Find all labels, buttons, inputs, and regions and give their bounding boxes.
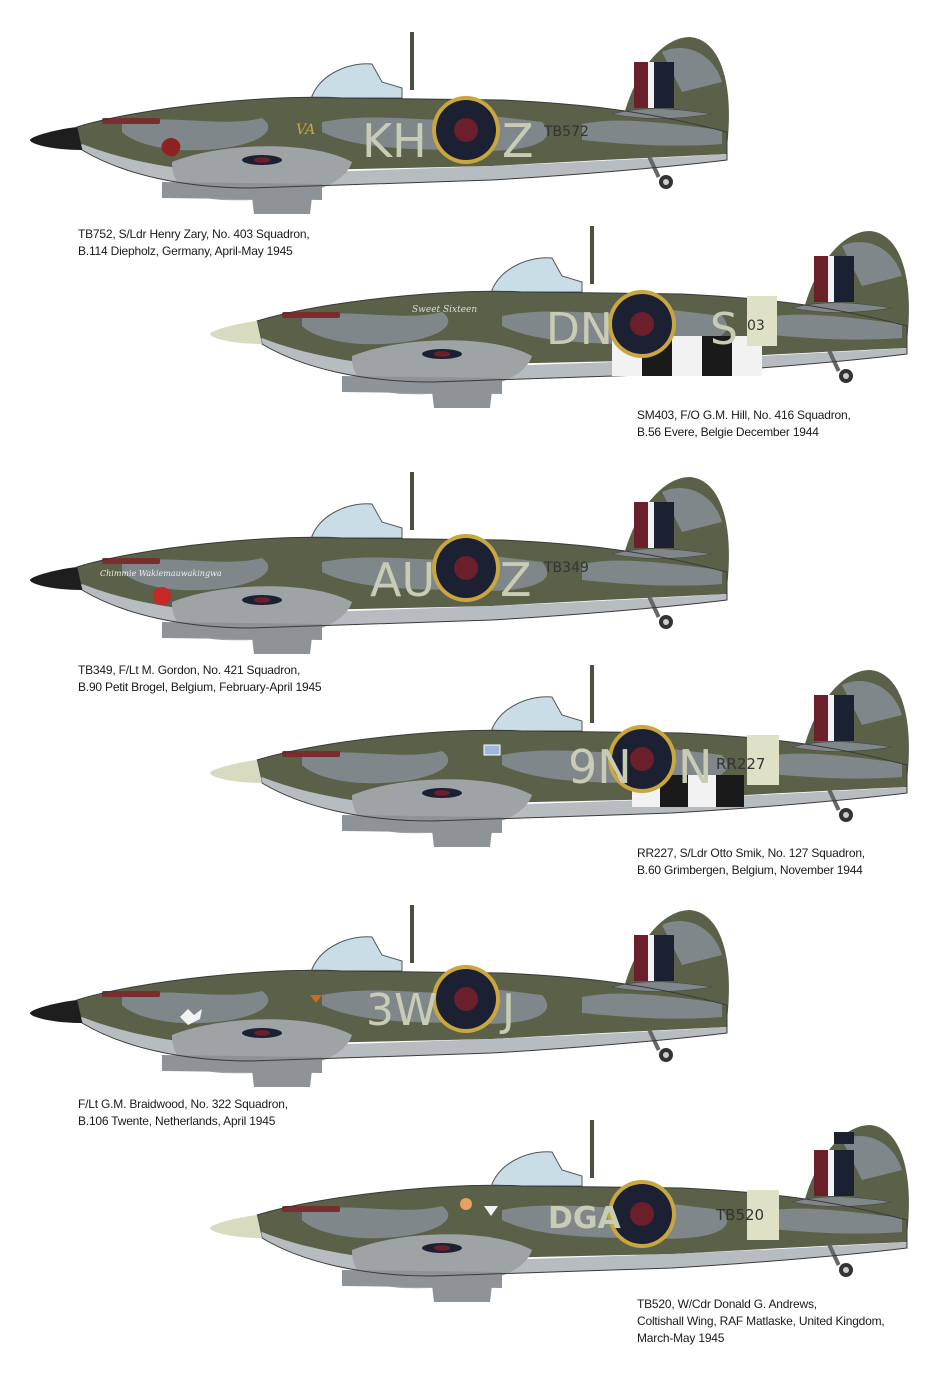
emblem-icon	[153, 587, 171, 605]
caption-line: F/Lt G.M. Braidwood, No. 322 Squadron,	[78, 1097, 288, 1111]
serial: TB572	[543, 124, 589, 140]
code-left: 9N	[568, 740, 632, 794]
spinner	[30, 567, 82, 590]
profile-sm403: DN S 03 Sweet Sixteen	[202, 225, 922, 426]
invasion-stripe	[716, 775, 744, 807]
caption-line: RR227, S/Ldr Otto Smik, No. 127 Squadron…	[637, 846, 865, 860]
profile-rr227: 9N N RR227	[202, 664, 922, 865]
code-left: DGA	[548, 1201, 622, 1236]
emblem-icon	[161, 138, 181, 157]
caption-line: March-May 1945	[637, 1331, 725, 1345]
aircraft-drawing: 3W J	[30, 904, 730, 1088]
spinner	[210, 1215, 262, 1238]
caption-tb752: TB752, S/Ldr Henry Zary, No. 403 Squadro…	[78, 226, 310, 260]
profile-tb752: KH Z TB572 VA	[22, 31, 742, 232]
emblem-icon	[180, 1009, 202, 1025]
nose-art: Sweet Sixteen	[412, 305, 477, 315]
spinner	[210, 321, 262, 344]
profile-tb520: DGA TB520	[202, 1119, 922, 1320]
nose-art: Chimmie Wakiemauwakingwa	[100, 569, 222, 578]
code-right: Z	[502, 114, 534, 168]
code-right: Z	[500, 553, 532, 607]
flag-icon	[834, 1132, 854, 1144]
caption-line: B.114 Diepholz, Germany, April-May 1945	[78, 244, 293, 258]
caption-line: Coltishall Wing, RAF Matlaske, United Ki…	[637, 1314, 885, 1328]
code-right: S	[710, 304, 738, 355]
caption-line: B.90 Petit Brogel, Belgium, February-Apr…	[78, 680, 322, 694]
caption-line: SM403, F/O G.M. Hill, No. 416 Squadron,	[637, 408, 851, 422]
caption-line: B.106 Twente, Netherlands, April 1945	[78, 1114, 276, 1128]
caption-line: TB349, F/Lt M. Gordon, No. 421 Squadron,	[78, 663, 301, 677]
flag-icon	[483, 744, 501, 756]
caption-line: B.60 Grimbergen, Belgium, November 1944	[637, 863, 863, 877]
serial: 03	[747, 318, 765, 334]
caption-tb349: TB349, F/Lt M. Gordon, No. 421 Squadron,…	[78, 662, 322, 696]
code-left: 3W	[366, 985, 438, 1036]
emblem-icon	[460, 1198, 472, 1210]
spinner	[210, 760, 262, 783]
caption-rr227: RR227, S/Ldr Otto Smik, No. 127 Squadron…	[637, 845, 865, 879]
profile-braidwood: 3W J	[22, 904, 742, 1105]
code-right: J	[499, 985, 515, 1036]
caption-braidwood: F/Lt G.M. Braidwood, No. 322 Squadron, B…	[78, 1096, 288, 1130]
code-left: KH	[362, 114, 427, 168]
triangle-icon	[310, 995, 322, 1003]
spinner	[30, 1000, 82, 1023]
caption-line: TB520, W/Cdr Donald G. Andrews,	[637, 1297, 817, 1311]
invasion-stripe	[672, 336, 702, 376]
spinner	[30, 127, 82, 150]
code-left: AU	[370, 553, 435, 607]
code-right: N	[678, 740, 712, 794]
fuselage-band	[747, 296, 777, 346]
serial: RR227	[716, 755, 765, 773]
fuselage-band	[747, 735, 779, 785]
aircraft-drawing: KH Z TB572 VA	[30, 31, 730, 215]
aircraft-drawing: DN S 03 Sweet Sixteen	[210, 225, 910, 409]
pennant-icon	[484, 1206, 498, 1216]
serial: TB520	[715, 1206, 764, 1224]
code-left: DN	[546, 304, 613, 355]
profile-tb349: AU Z TB349 Chimmie Wakiemauwakingwa	[22, 471, 742, 672]
caption-line: B.56 Evere, Belgie December 1944	[637, 425, 819, 439]
aircraft-drawing: DGA TB520	[210, 1119, 910, 1303]
aircraft-drawing: 9N N RR227	[210, 664, 910, 848]
aircraft-drawing: AU Z TB349 Chimmie Wakiemauwakingwa	[30, 471, 730, 655]
invasion-stripe	[688, 775, 716, 807]
invasion-stripe	[702, 336, 732, 376]
caption-tb520: TB520, W/Cdr Donald G. Andrews, Coltisha…	[637, 1296, 885, 1347]
fuselage-band	[747, 1190, 779, 1240]
nose-art: VA	[296, 122, 315, 138]
serial: TB349	[543, 560, 589, 576]
caption-line: TB752, S/Ldr Henry Zary, No. 403 Squadro…	[78, 227, 310, 241]
caption-sm403: SM403, F/O G.M. Hill, No. 416 Squadron, …	[637, 407, 851, 441]
